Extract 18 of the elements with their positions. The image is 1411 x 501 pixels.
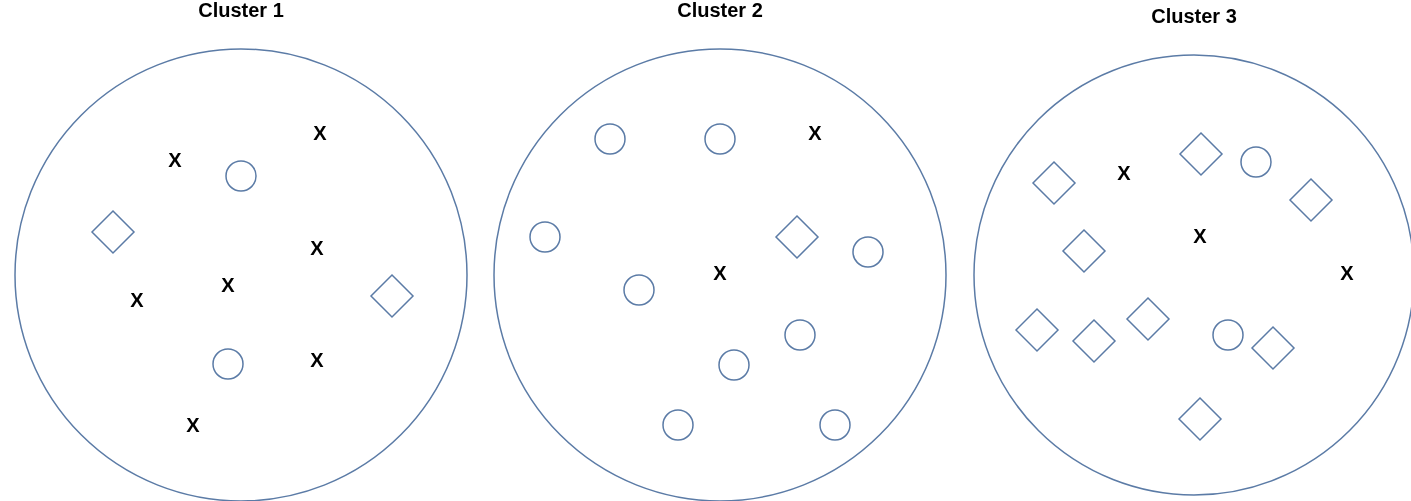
x-marker: X (310, 348, 324, 372)
x-marker: X (1340, 261, 1354, 285)
x-marker: X (713, 261, 727, 285)
x-marker: X (808, 121, 822, 145)
x-marker: X (1117, 161, 1131, 185)
cluster-circle (13, 0, 469, 501)
cluster-circle (492, 0, 948, 501)
x-marker: X (221, 273, 235, 297)
cluster-heading: Cluster 3 (1151, 5, 1237, 28)
x-marker: X (186, 413, 200, 437)
x-marker: X (310, 236, 324, 260)
cluster-circle (972, 5, 1411, 497)
cluster-heading: Cluster 1 (198, 0, 284, 22)
x-marker: X (313, 121, 327, 145)
x-marker: X (168, 148, 182, 172)
x-marker: X (130, 288, 144, 312)
x-marker: X (1193, 224, 1207, 248)
cluster-heading: Cluster 2 (677, 0, 763, 22)
